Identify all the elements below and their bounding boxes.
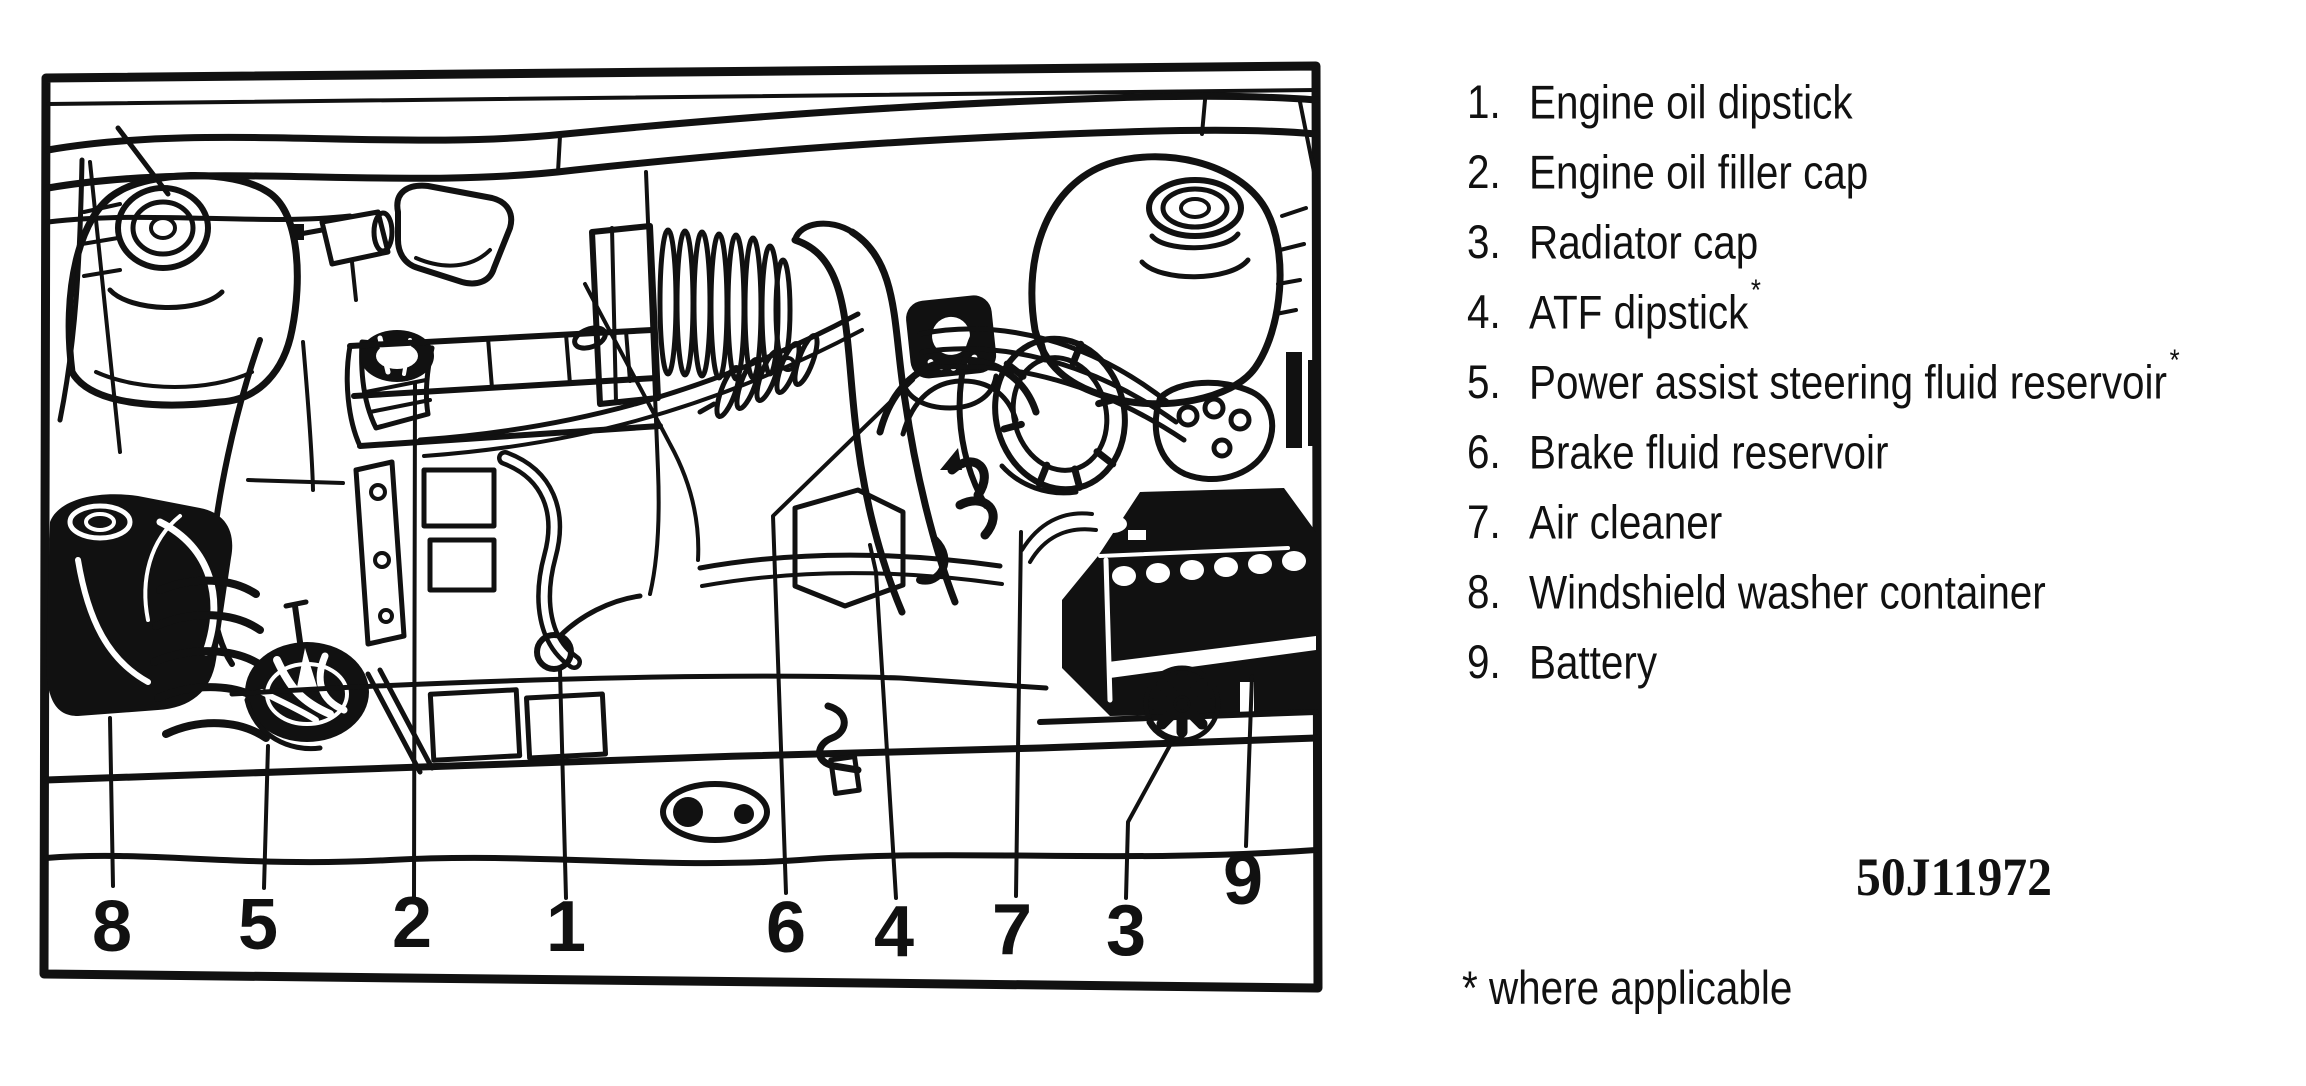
power-steering-reservoir-drawing	[244, 599, 369, 752]
engine-compartment-diagram: 8 5 2 1 6 4 7 3 9	[39, 61, 1323, 993]
legend-item-label: Radiator cap	[1529, 215, 1759, 269]
legend-item-number: 7.	[1467, 495, 1501, 548]
callout-3: 3	[1106, 891, 1146, 971]
washer-container-drawing	[46, 494, 233, 716]
oil-dipstick-drawing	[534, 170, 661, 672]
legend-item: 8. Windshield washer container	[1467, 568, 2133, 616]
legend-item-label: ATF dipstick*	[1529, 274, 1761, 339]
legend-item-label: Engine oil filler cap	[1529, 145, 1869, 199]
legend-item-label: Battery	[1529, 635, 1658, 689]
legend-item: 4. ATF dipstick*	[1467, 274, 1799, 339]
legend-item: 1. Engine oil dipstick	[1467, 78, 1908, 126]
callout-9: 9	[1223, 840, 1263, 920]
callout-1: 1	[546, 887, 586, 967]
asterisk-mark: *	[2169, 344, 2180, 377]
distributor-drawing	[917, 326, 1318, 483]
sensor-canister-drawing	[292, 209, 395, 302]
legend-item-number: 3.	[1467, 215, 1501, 268]
legend-item: 7. Air cleaner	[1467, 498, 1757, 546]
legend-item: 6. Brake fluid reservoir	[1467, 428, 1950, 476]
legend-item: 5. Power assist steering fluid reservoir…	[1467, 344, 2286, 409]
legend-item-label: Power assist steering fluid reservoir*	[1529, 344, 2180, 409]
figure-code: 50J11972	[1856, 847, 2052, 907]
callout-8: 8	[92, 887, 132, 967]
callout-numbers: 8 5 2 1 6 4 7 3 9	[92, 840, 1263, 972]
legend-item: 9. Battery	[1467, 638, 1681, 686]
left-strut-tower-drawing	[57, 157, 301, 454]
callout-6: 6	[766, 888, 806, 968]
legend-item-label: Engine oil dipstick	[1529, 75, 1853, 129]
front-panel-drawing	[42, 667, 1320, 867]
legend-item: 3. Radiator cap	[1467, 218, 1799, 266]
legend-item-number: 6.	[1467, 425, 1501, 478]
diagram-frame	[39, 61, 1323, 993]
legend-item-label: Windshield washer container	[1529, 565, 2046, 619]
legend-item-number: 2.	[1467, 145, 1501, 198]
legend-item-label: Air cleaner	[1529, 495, 1723, 549]
legend-item-number: 9.	[1467, 635, 1501, 688]
legend-item-number: 4.	[1467, 285, 1501, 338]
callout-7: 7	[992, 890, 1032, 970]
radiator-cap-drawing	[1143, 665, 1221, 744]
legend-item: 2. Engine oil filler cap	[1467, 148, 1927, 196]
bottle-drawing	[394, 182, 515, 287]
legend-item-number: 8.	[1467, 565, 1501, 618]
callout-2: 2	[392, 883, 432, 963]
legend-item-number: 1.	[1467, 75, 1501, 128]
legend-item-label: Brake fluid reservoir	[1529, 425, 1889, 479]
callout-5: 5	[238, 885, 278, 965]
legend-item-number: 5.	[1467, 355, 1501, 408]
footnote: * where applicable	[1462, 961, 1793, 1014]
asterisk-mark: *	[1750, 274, 1761, 307]
callout-leader-lines	[108, 378, 1254, 900]
right-strut-tower-drawing	[1028, 153, 1308, 408]
callout-4: 4	[874, 892, 914, 972]
heater-hose-drawing	[697, 332, 820, 420]
wiring-harness-drawing	[916, 448, 998, 585]
